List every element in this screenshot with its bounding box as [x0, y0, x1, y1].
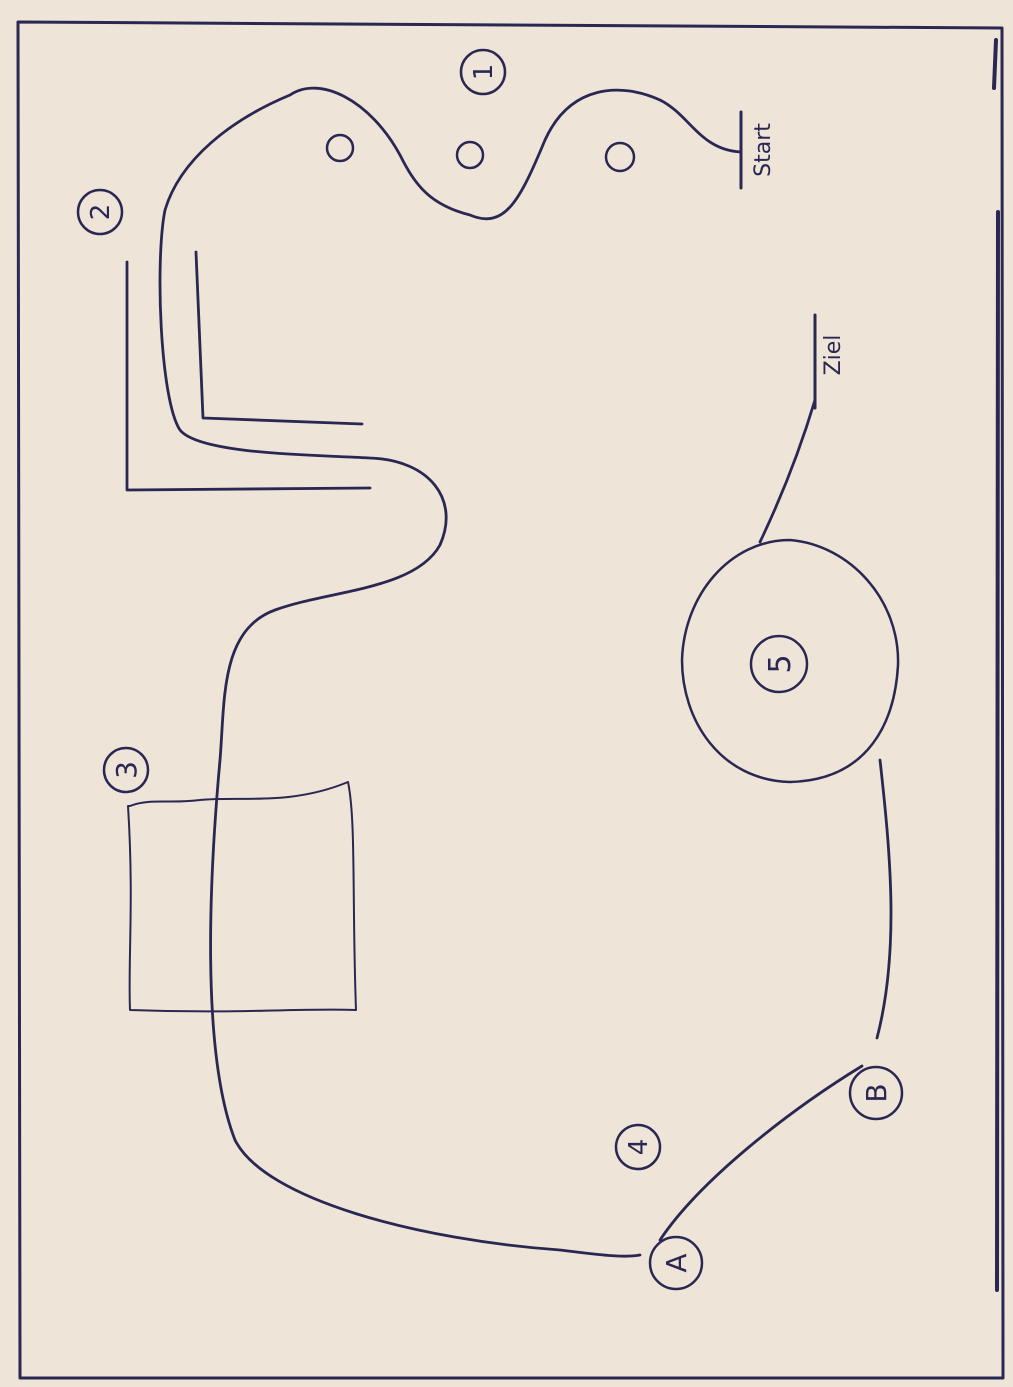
corridor-inner-line: [196, 252, 362, 424]
station-3-label: 3: [110, 761, 143, 779]
station-1-label: 1: [469, 64, 499, 81]
ziel-label: Ziel: [821, 335, 846, 376]
route-b-to-5: [877, 760, 891, 1038]
start-label: Start: [751, 123, 776, 177]
point-b-label: B: [860, 1083, 893, 1102]
mat-square: [128, 782, 356, 1011]
station-4-label: 4: [624, 1139, 654, 1156]
route-5-to-ziel: [760, 400, 815, 542]
route-a-to-b: [660, 1066, 862, 1240]
page-border: [18, 22, 1003, 1378]
route-path: [160, 88, 741, 1256]
page-edge-mark: [994, 40, 998, 1290]
cone-1: [327, 135, 353, 161]
point-a-label: A: [660, 1253, 693, 1272]
cone-2: [457, 142, 483, 168]
cone-3: [606, 143, 634, 171]
station-2-label: 2: [86, 204, 116, 221]
station-5-label: 5: [763, 654, 798, 673]
